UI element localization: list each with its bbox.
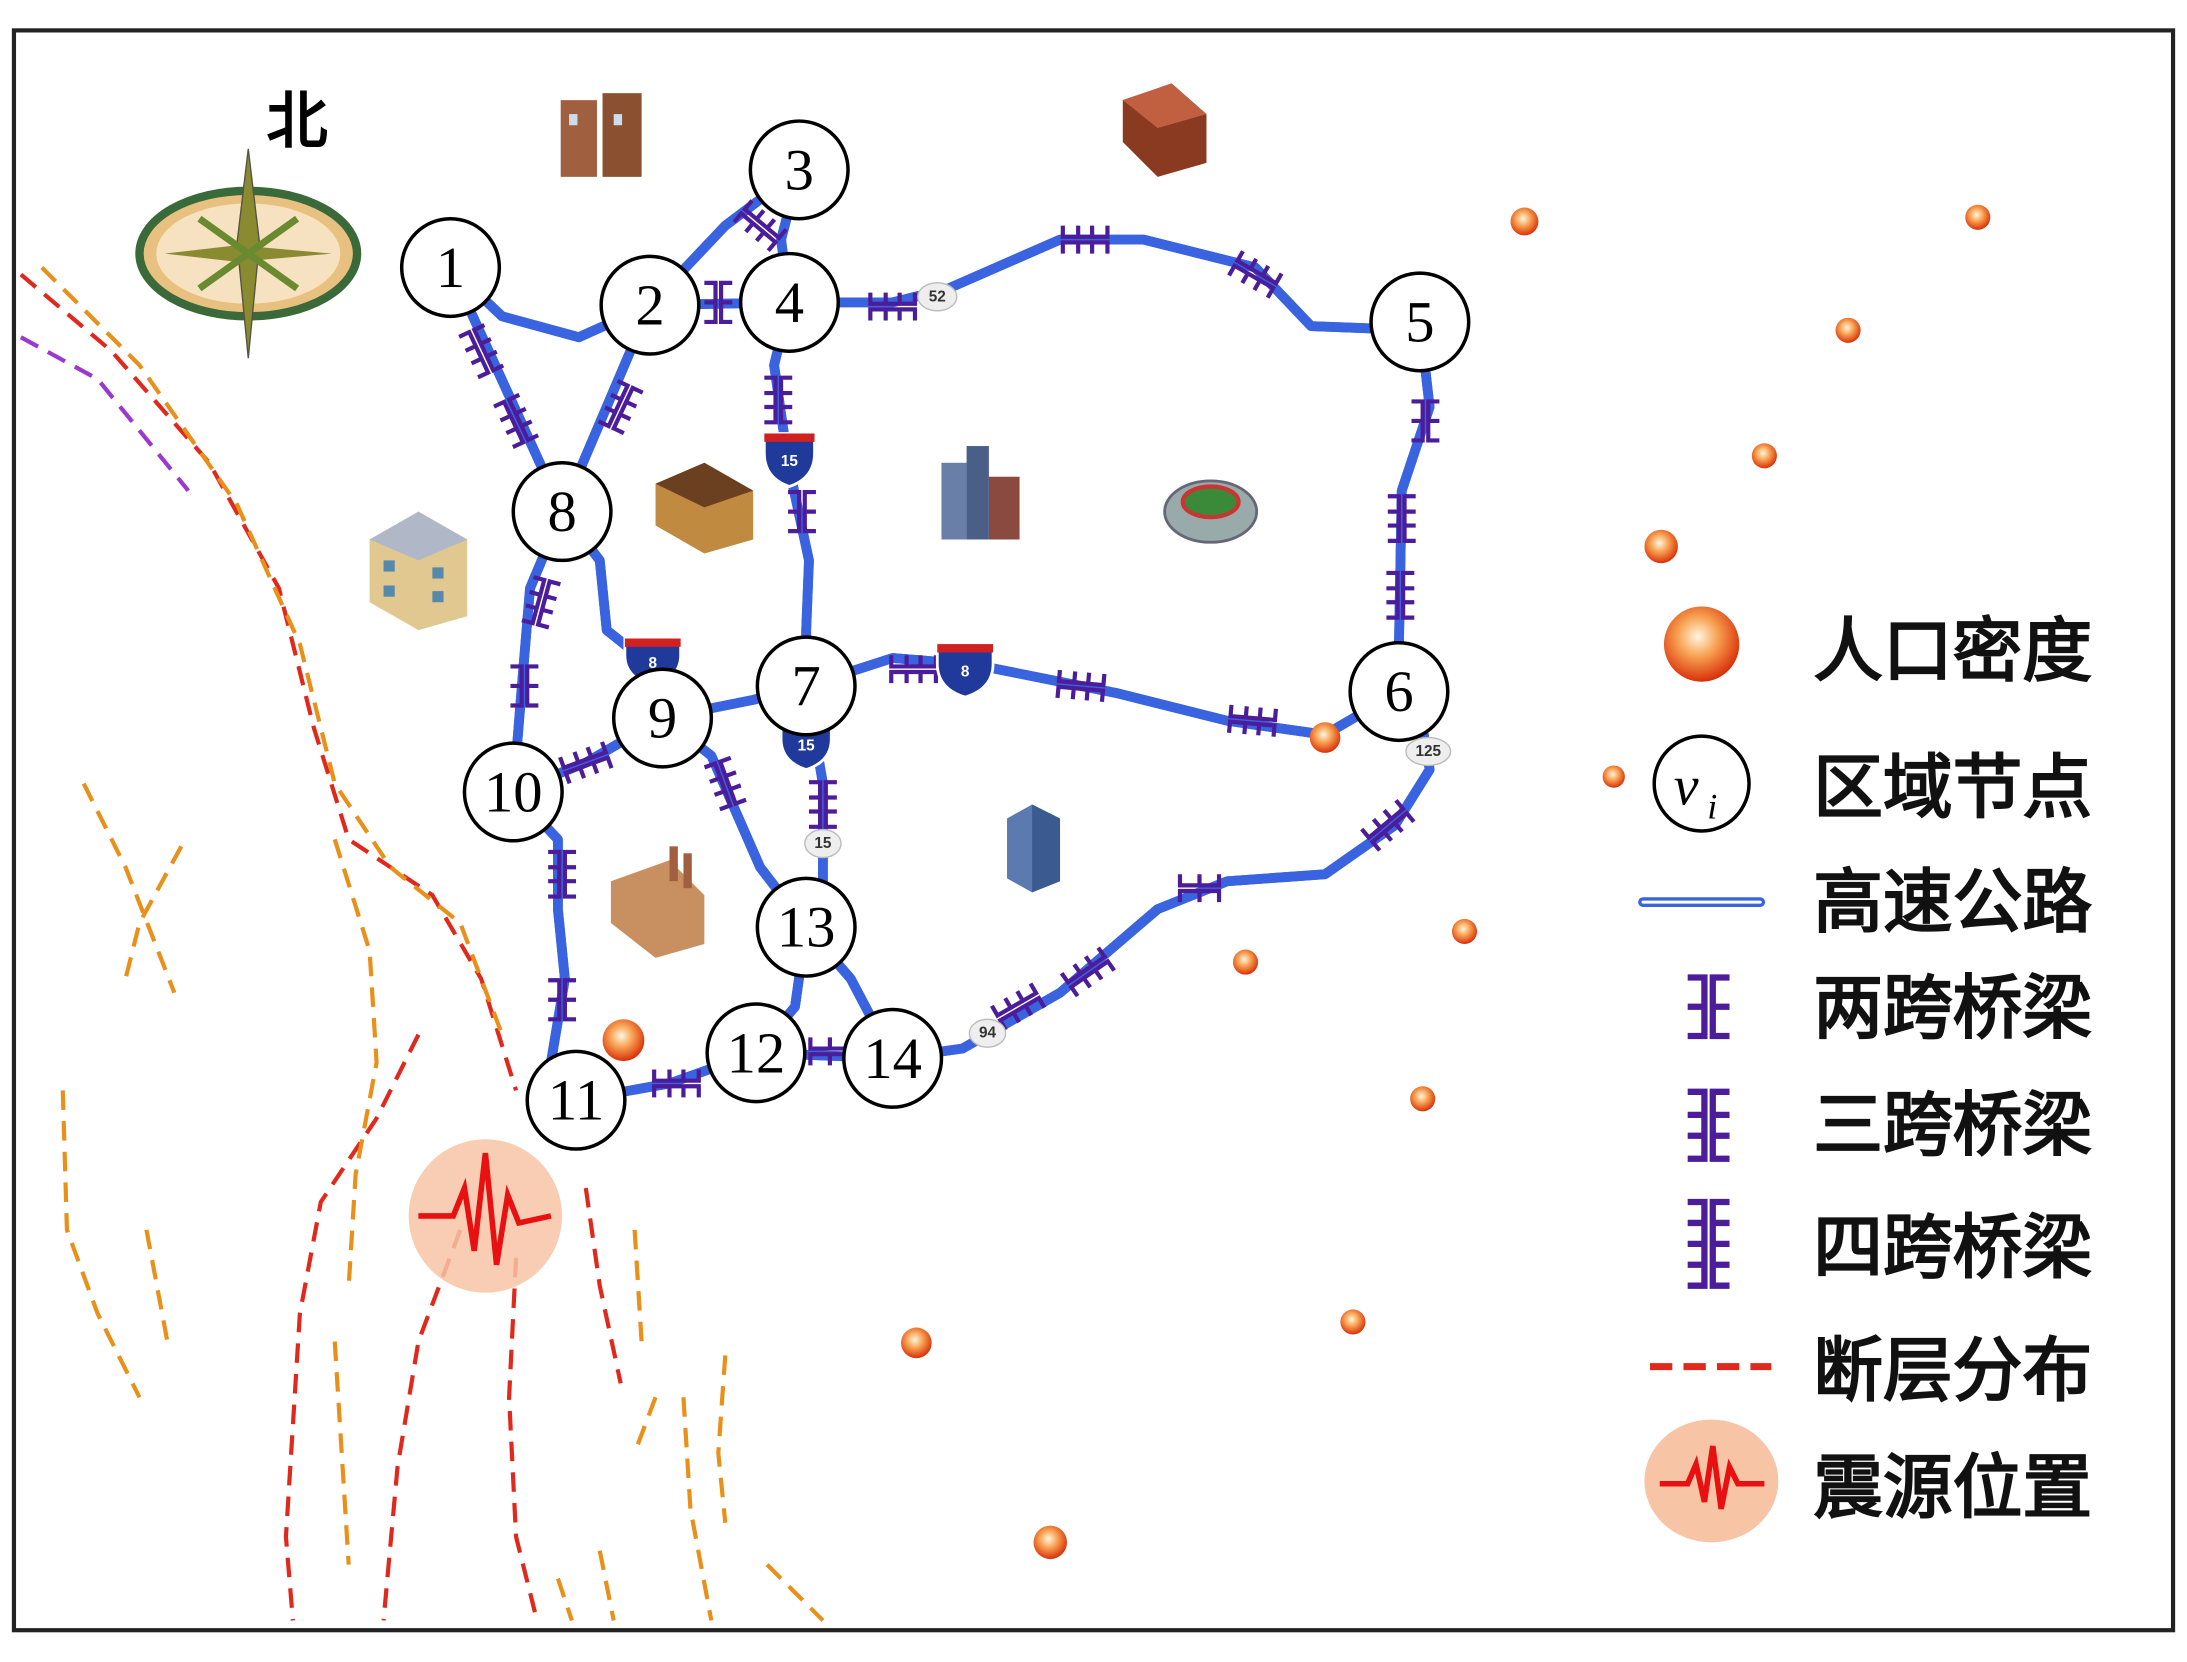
fault-lines bbox=[19, 266, 825, 1622]
legend-label: 断层分布 bbox=[1813, 1330, 2092, 1411]
region-node[interactable]: 1 bbox=[399, 216, 502, 319]
population-dot bbox=[901, 1327, 932, 1359]
apartment-icon bbox=[369, 511, 468, 631]
houses-icon bbox=[560, 93, 642, 177]
office-tower-icon bbox=[1007, 804, 1061, 893]
shield-label: 15 bbox=[814, 835, 832, 852]
stadium-icon bbox=[1163, 479, 1259, 544]
region-node[interactable]: 10 bbox=[462, 741, 564, 843]
population-dot bbox=[1602, 765, 1625, 788]
node-label: 11 bbox=[548, 1068, 604, 1133]
legend-node-symbol bbox=[1652, 734, 1751, 833]
region-node[interactable]: 12 bbox=[705, 1002, 807, 1104]
region-node[interactable]: 14 bbox=[842, 1007, 944, 1109]
epicenter-marker bbox=[408, 1139, 563, 1293]
region-node[interactable]: 3 bbox=[748, 119, 850, 221]
shield-label: 94 bbox=[979, 1025, 997, 1042]
interstate-shield: 8 bbox=[935, 642, 995, 699]
node-label: 13 bbox=[777, 895, 836, 960]
route-shield: 15 bbox=[804, 828, 842, 859]
node-label: 4 bbox=[775, 270, 804, 335]
shield-label: 15 bbox=[798, 737, 816, 754]
node-label: 10 bbox=[484, 759, 543, 824]
population-dot bbox=[1644, 529, 1678, 564]
factory-icon bbox=[610, 846, 705, 958]
route-shield: 125 bbox=[1405, 736, 1452, 767]
legend-label: 三跨桥梁 bbox=[1813, 1085, 2092, 1166]
node-label: 7 bbox=[792, 653, 821, 718]
population-dots bbox=[602, 204, 1991, 1560]
population-dot bbox=[1451, 918, 1478, 944]
node-label: 9 bbox=[648, 686, 677, 751]
node-label: 1 bbox=[436, 235, 465, 300]
node-label: 14 bbox=[863, 1026, 922, 1091]
node-label: 6 bbox=[1384, 659, 1413, 724]
legend-three-span-bridge-icon bbox=[1687, 1088, 1730, 1162]
node-label: 8 bbox=[547, 479, 576, 544]
region-node[interactable]: 4 bbox=[738, 251, 841, 353]
shield-label: 52 bbox=[929, 288, 946, 305]
population-dot bbox=[1835, 317, 1861, 343]
legend-label: 震源位置 bbox=[1813, 1448, 2092, 1529]
region-node[interactable]: 8 bbox=[511, 461, 613, 563]
shield-label: 8 bbox=[961, 663, 970, 680]
legend-label: 两跨桥梁 bbox=[1813, 968, 2092, 1049]
region-node[interactable]: 13 bbox=[755, 876, 857, 978]
population-dot bbox=[1965, 204, 1991, 230]
population-dot bbox=[1510, 207, 1539, 236]
route-shield: 52 bbox=[917, 282, 958, 312]
population-dot bbox=[1751, 443, 1777, 469]
compass-rose: 北 bbox=[135, 86, 362, 359]
skyscrapers-icon bbox=[941, 446, 1020, 540]
population-dot bbox=[1033, 1525, 1067, 1560]
population-dot bbox=[1232, 949, 1259, 975]
node-label: 3 bbox=[785, 137, 814, 202]
legend-population-symbol bbox=[1663, 606, 1740, 682]
legend-epicenter-symbol bbox=[1644, 1419, 1779, 1543]
legend-label: 区域节点 bbox=[1813, 747, 2092, 828]
node-label: 5 bbox=[1405, 289, 1434, 354]
population-dot bbox=[1340, 1309, 1366, 1335]
region-node[interactable]: 9 bbox=[611, 667, 714, 769]
legend-node-v: v bbox=[1674, 755, 1699, 817]
node-label: 2 bbox=[635, 273, 664, 338]
shield-label: 15 bbox=[781, 453, 799, 470]
legend-label: 四跨桥梁 bbox=[1813, 1208, 2092, 1289]
region-node[interactable]: 11 bbox=[525, 1049, 627, 1151]
north-label: 北 bbox=[266, 86, 327, 157]
legend: 人口密度 v i 区域节点 高速公路 两跨桥梁 三跨桥梁 四跨桥梁 断层分布 震… bbox=[1638, 606, 2092, 1543]
legend-label: 高速公路 bbox=[1813, 862, 2092, 943]
interstate-shield: 15 bbox=[762, 432, 816, 488]
region-node[interactable]: 2 bbox=[599, 254, 701, 356]
region-node[interactable]: 5 bbox=[1369, 271, 1471, 373]
buildings bbox=[369, 83, 1259, 958]
legend-four-span-bridge-icon bbox=[1687, 1198, 1730, 1289]
region-node[interactable]: 7 bbox=[755, 635, 857, 737]
store-icon bbox=[1122, 83, 1207, 177]
shield-label: 8 bbox=[648, 655, 657, 672]
legend-node-sub: i bbox=[1707, 786, 1717, 826]
region-nodes: 1 2 3 4 5 6 7 8 9 10 11 12 13 14 bbox=[399, 119, 1471, 1151]
region-node[interactable]: 6 bbox=[1348, 640, 1450, 743]
legend-label: 人口密度 bbox=[1813, 611, 2092, 692]
school-icon bbox=[655, 462, 754, 554]
population-dot bbox=[602, 1019, 645, 1062]
population-dot bbox=[1410, 1086, 1436, 1112]
shield-label: 125 bbox=[1415, 743, 1441, 760]
population-dot bbox=[1309, 722, 1341, 753]
route-shield: 94 bbox=[968, 1018, 1007, 1048]
map-frame bbox=[11, 28, 2176, 1633]
node-label: 12 bbox=[727, 1020, 786, 1085]
